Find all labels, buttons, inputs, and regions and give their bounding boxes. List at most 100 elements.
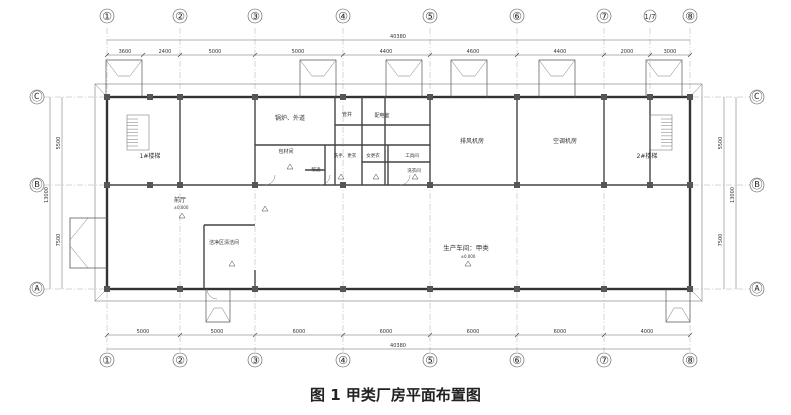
- window-bay-top-inner-5: [645, 59, 683, 77]
- room-wash: 洗手、更衣: [334, 152, 357, 159]
- axis-row-a-right: Ⓐ: [752, 282, 763, 295]
- dim-bottom-span-5: 6000: [467, 329, 480, 335]
- axis-bubble-bottom-7: [596, 352, 612, 368]
- column-4-2: [427, 286, 433, 292]
- room-storage: 洗衣间: [407, 167, 421, 174]
- window-bay-top-inner-0: [105, 59, 143, 77]
- dim-tick-top-5: [427, 52, 433, 58]
- dim-right-span-2: 7500: [718, 234, 724, 247]
- walls: [69, 83, 703, 302]
- dim-bottom-span-6: 6000: [554, 329, 567, 335]
- room-fan: 排风机房: [460, 137, 484, 145]
- column-3-2: [340, 286, 346, 292]
- axis-bubble-bottom-8: [682, 352, 698, 368]
- column-0-1: [104, 182, 110, 188]
- axis-col-6-top: ⑥: [512, 10, 522, 23]
- door-arc-0: [264, 174, 276, 186]
- dim-tick-bottom-2: [252, 332, 258, 338]
- dim-bottom-total: 40380: [390, 343, 406, 349]
- room-marker-0: [286, 163, 294, 170]
- axis-bubble-top-7: [596, 8, 612, 24]
- axis-row-b-right: Ⓑ: [752, 178, 763, 191]
- axis-col-8-top: ⑧: [685, 10, 695, 23]
- window-bay-top-inner-4: [538, 59, 576, 77]
- axis-col-4-top: ④: [338, 10, 348, 23]
- room-electrical: 配电室: [374, 112, 389, 119]
- room-workshop-elev: ±0.000: [461, 254, 476, 259]
- column-extra-0: [147, 94, 153, 100]
- column-labels-top: ① ② ③ ④ ⑤ ⑥ ⑦ 1/7 ⑧: [102, 10, 695, 23]
- axis-row-c-left: Ⓒ: [32, 90, 43, 103]
- row-labels: Ⓒ Ⓑ Ⓐ Ⓒ Ⓑ Ⓐ: [32, 90, 763, 295]
- axis-col-3-top: ③: [250, 10, 260, 23]
- exterior-wall: [105, 95, 692, 291]
- window-bay-top-inner-3: [450, 59, 488, 77]
- room-markers: [178, 163, 472, 267]
- axis-col-7a-top: 1/7: [644, 13, 655, 21]
- dim-bottom-span-1: 5000: [137, 329, 150, 335]
- dim-tick-bottom-1: [177, 332, 183, 338]
- column-7-1: [687, 182, 693, 188]
- axis-bubble-top-4: [335, 8, 351, 24]
- axis-bubble-left-2: [29, 281, 45, 297]
- column-2-0: [252, 94, 258, 100]
- dim-top-span-5: 4400: [380, 49, 393, 55]
- column-3-0: [340, 94, 346, 100]
- axis-bubble-top-1: [99, 8, 115, 24]
- axis-col-4-bottom: ④: [338, 354, 348, 367]
- dim-tick-bottom-0: [104, 332, 110, 338]
- dim-tick-top-3: [252, 52, 258, 58]
- column-extra-1: [147, 182, 153, 188]
- room-clean: 洁净区清洁间: [209, 239, 239, 246]
- axis-col-2-top: ②: [175, 10, 185, 23]
- dim-tick-top-7: [601, 52, 607, 58]
- dim-bottom-span-3: 6000: [293, 329, 306, 335]
- axis-bubble-right-0: [749, 89, 765, 105]
- dim-right-span-1: 5500: [718, 137, 724, 150]
- dim-tick-bottom-4: [427, 332, 433, 338]
- door-arc-3: [206, 288, 218, 300]
- floor-plan: ① ② ③ ④ ⑤ ⑥ ⑦ 1/7 ⑧ ① ② ③ ④ ⑤ ⑥ ⑦ ⑧ Ⓒ Ⓑ …: [29, 8, 765, 368]
- axis-bubble-right-1: [749, 177, 765, 193]
- entrance-door-swing: [69, 217, 89, 269]
- column-3-1: [340, 182, 346, 188]
- stairs: [126, 114, 673, 151]
- dim-top-span-3: 5000: [209, 49, 222, 55]
- room-ppe: 工具间: [405, 152, 419, 159]
- axis-bubble-top-8: [682, 8, 698, 24]
- window-bay-top-4: [538, 59, 576, 97]
- dim-bottom-span-7: 4000: [641, 329, 654, 335]
- dim-tick-top-2: [177, 52, 183, 58]
- window-bays: [105, 59, 691, 323]
- dim-tick-top-1: [140, 52, 146, 58]
- axis-bubble-top-3: [247, 8, 263, 24]
- dim-bottom-span-2: 5000: [211, 329, 224, 335]
- dim-top-span-1: 3600: [119, 49, 132, 55]
- axis-bubble-top-7a: [643, 9, 657, 23]
- axis-bubble-bottom-1: [99, 352, 115, 368]
- dim-left-span-1: 5500: [56, 137, 62, 150]
- room-packing: 包材间: [278, 148, 293, 155]
- room-stair-1: 1#楼梯: [140, 152, 161, 160]
- window-bay-top-5: [645, 59, 683, 97]
- axis-row-c-right: Ⓒ: [752, 90, 763, 103]
- axis-bubble-top-6: [509, 8, 525, 24]
- room-marker-6: [178, 212, 186, 219]
- dim-tick-top-6: [514, 52, 520, 58]
- room-change: 女更衣: [366, 152, 380, 159]
- axis-bubble-left-0: [29, 89, 45, 105]
- column-5-0: [514, 94, 520, 100]
- column-5-1: [514, 182, 520, 188]
- dim-top-span-9: 3000: [664, 49, 677, 55]
- window-bay-top-inner-2: [385, 59, 423, 77]
- dim-tick-bottom-7: [687, 332, 693, 338]
- axis-bubble-bottom-6: [509, 352, 525, 368]
- dim-bottom-span-4: 6000: [380, 329, 393, 335]
- dim-top-span-8: 2000: [621, 49, 634, 55]
- axis-row-a-left: Ⓐ: [32, 282, 43, 295]
- room-workshop: 生产车间：甲类: [443, 243, 489, 252]
- axis-col-7-top: ⑦: [599, 10, 609, 23]
- dim-top-span-2: 2400: [159, 49, 172, 55]
- dimension-lines: [49, 39, 737, 350]
- dim-top-span-4: 5000: [292, 49, 305, 55]
